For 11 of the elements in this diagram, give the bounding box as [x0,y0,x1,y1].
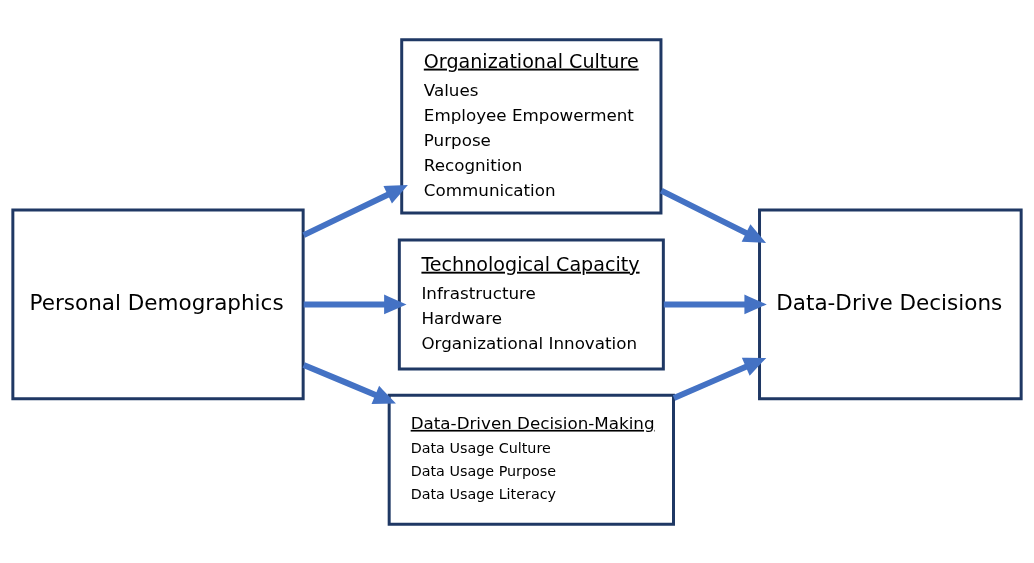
node-box: Data-Drive Decisions [758,208,1023,400]
arrow [672,357,767,401]
node-box: Technological Capacity Infrastructure Hardware Organizational Innovation [397,237,665,370]
arrow [303,294,407,314]
arrow [302,184,408,238]
node-box: Data-Driven Decision-Making Data Usage Culture Data Usage Purpose Data Usage Literacy [387,393,675,526]
arrow [663,294,767,314]
node-box: Personal Demographics [11,208,305,400]
arrow [659,187,767,243]
arrow [302,361,396,404]
node-box: Organizational Culture Values Employee Empowerment Purpose Recognition Communication [400,37,663,214]
